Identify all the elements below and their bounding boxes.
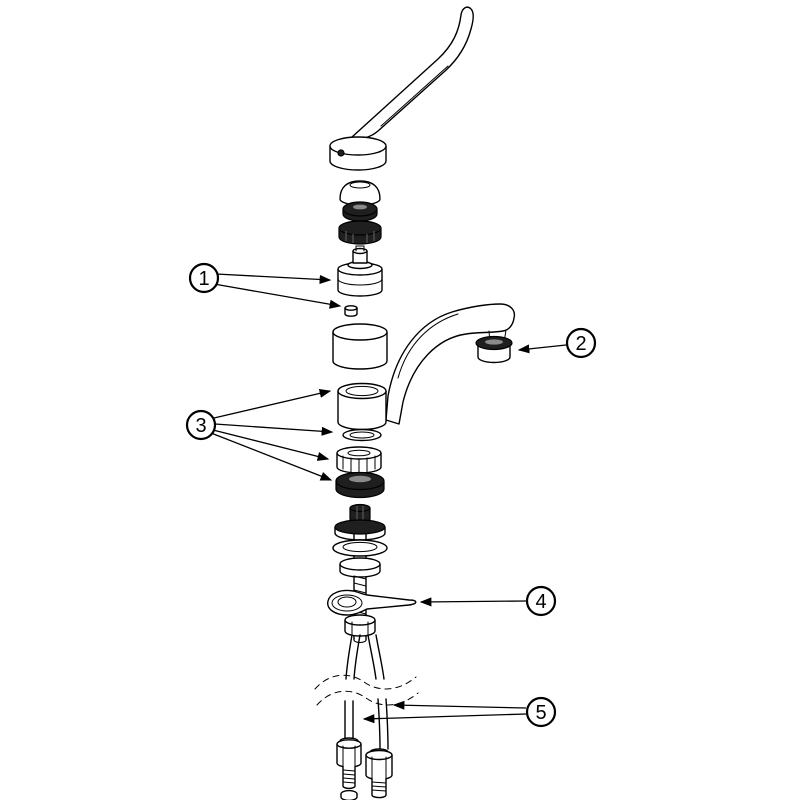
right-fitting-facets [371,756,387,779]
spout-outline [385,303,516,425]
callout-3: 3 [185,388,334,481]
flange-top [334,519,386,535]
lever-edge-line [380,65,449,127]
body-sleeve [337,382,387,431]
lower-seal-ring [335,471,385,499]
callout-1-arrow-b [213,283,342,309]
valve-bolt-slots [356,506,364,521]
left-fitting-facets [342,745,356,767]
callout-2-arrow [517,344,567,354]
aerator [475,335,513,364]
callout-3-arrow-d [210,432,333,481]
callout-1-circle [188,262,220,294]
upper-seal-ring [342,201,378,222]
right-hose-lower [377,698,389,750]
callout-3-arrow-b [214,423,334,436]
callout-3-arrow-a [213,388,332,419]
bracket-plate [327,589,417,616]
callout-3-label: 3 [195,415,206,437]
callout-3-circle [185,409,217,441]
valve-bolt-top [349,503,371,513]
callout-4: 4 [419,585,557,617]
washer-inner [349,431,375,439]
o-ring-washer [342,428,382,442]
locking-ring-top [338,220,382,236]
lower-seal-hole [349,475,371,483]
locking-ring [338,220,382,245]
spout [385,303,516,425]
base-assembly [332,503,388,643]
mounting-nut [344,614,376,637]
nut-top [344,614,376,626]
right-fitting-nut-top [365,749,393,761]
supply-hoses [314,634,419,750]
right-fitting-threads [371,781,387,792]
callout-4-circle [525,585,557,617]
left-hose-lower [344,700,354,740]
left-fitting-threads [342,769,356,784]
callout-5-label: 5 [535,702,546,724]
callout-2: 2 [517,327,597,359]
callout-1-label: 1 [198,268,209,290]
mounting-bracket [327,589,417,616]
callout-5-circle [525,696,557,728]
aerator-screen [485,339,503,345]
nut-facets [351,621,369,635]
washer-outer [342,428,382,442]
callout-2-label: 2 [575,333,586,355]
bracket-hole [337,596,357,608]
cartridge-stem [352,251,368,264]
right-hose-fitting [365,748,393,799]
base-disc-top [339,557,381,571]
left-fitting-nut-top [336,739,362,749]
callout-4-label: 4 [535,591,546,613]
cartridge-stem-top [352,247,368,255]
lever-blade [351,6,474,140]
bracket-ring-outline [331,594,363,612]
screw-top [344,305,358,311]
shroud-sleeve [332,323,388,370]
callout-1: 1 [188,262,342,309]
callout-5: 5 [362,696,557,728]
seal-ring-hole [353,204,367,210]
body-sleeve-inner-rim [345,385,379,397]
shank-end [353,639,367,643]
right-fitting-stem [371,778,387,799]
locking-ring-ribs [345,231,375,243]
callout-5-arrow-a [392,700,527,710]
hub-set-screw-hole [337,149,345,157]
cartridge [337,245,383,297]
dome-cap-top-detail [349,181,371,189]
fixing-screw [344,305,358,317]
callout-5-arrow-b [362,713,527,724]
left-hose-fitting [336,737,362,800]
callout-2-circle [565,327,597,359]
insert-top-detail [347,449,371,457]
lever-handle [329,6,474,171]
break-line-top [314,674,417,690]
left-fitting-stem [342,766,356,790]
insert-slots [342,455,376,474]
right-hose-upper [367,634,385,680]
cartridge-stem-notch [355,245,365,252]
break-line-bottom [316,690,419,706]
spout-highlight-line [397,313,459,379]
callout-4-arrow [419,597,527,607]
base-ring-inner [342,541,378,553]
left-fitting-endcap-side [340,794,358,800]
body-sleeve-rim [337,382,387,400]
sleeve-body [332,332,388,370]
insert-top [336,446,382,460]
callout-1-arrow-a [215,273,332,284]
left-hose-upper [345,634,361,680]
sleeve-top [332,323,388,341]
callout-3-arrow-c [212,429,330,461]
slotted-insert [336,446,382,474]
cartridge-flange-line [337,278,383,286]
handle-hub-top [329,136,387,156]
cartridge-body [337,269,383,297]
